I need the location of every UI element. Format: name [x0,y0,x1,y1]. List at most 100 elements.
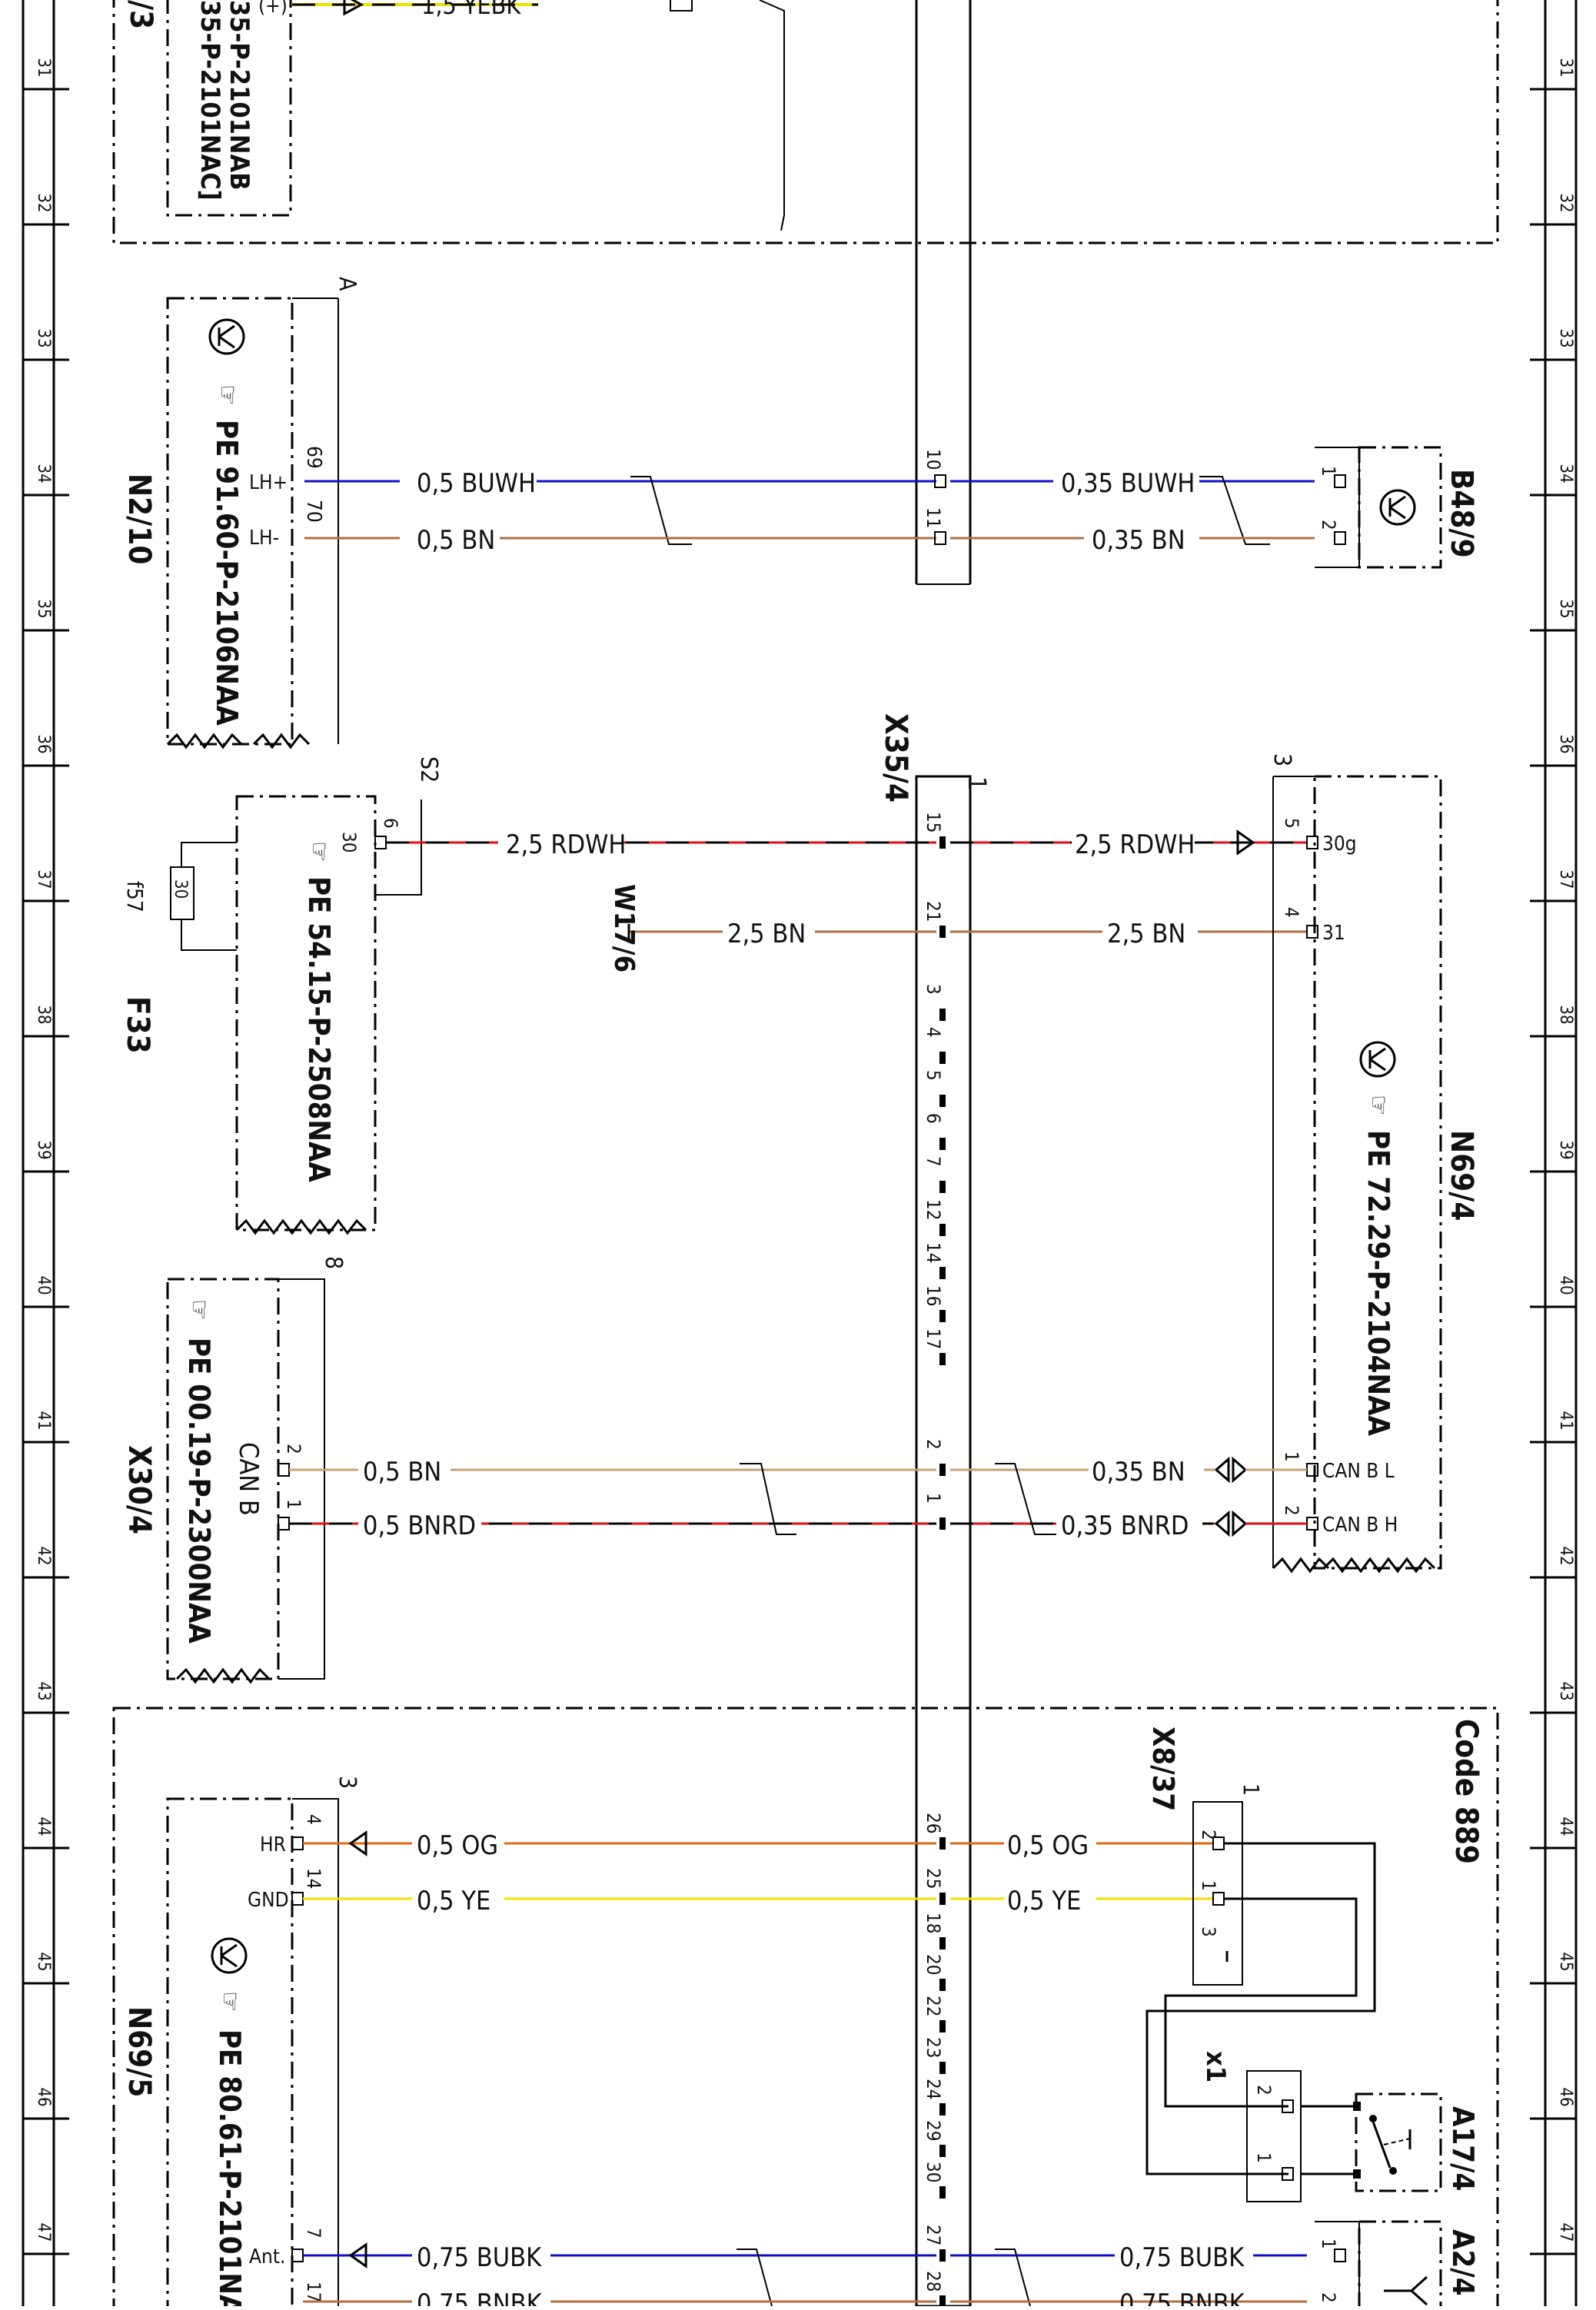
x35-pin-3: 3 [923,984,944,995]
grid-row-number: 33 [34,328,53,347]
transistor-icon [1379,489,1416,526]
s2-group: S2 ☞ PE 54.15-P-2508NAA 30 6 [235,756,442,1235]
x8-pin-1: 1 [1198,1880,1219,1891]
wire-ye: 0,5 YE 0,5 YE [303,1883,1213,1916]
code-889-label: Code 889 [1448,1719,1484,1864]
wire-label-can-bnrd-a: 0,5 BNRD [363,1511,476,1541]
x35-pin-5: 5 [923,1070,944,1081]
wire-label-bn-a: 0,5 BN [417,525,495,556]
x35-4-label: X35/4 [878,713,913,803]
n69-5-pe: PE 80.61-P-2101NA [213,2029,247,2306]
x35-pin-mark [939,2295,946,2308]
x30-4-corner: 8 [320,1256,347,1269]
wire-bn-25: 2,5 BN 2,5 BN W17/6 [608,884,1307,972]
grid-row-number: 39 [1556,1140,1575,1159]
x30-4-pe: PE 00.19-P-2300NAA [182,1338,216,1644]
x35-pin-mark [939,836,946,849]
grid-row-number: 44 [34,1816,53,1836]
n69-5-pin-17: 17 [303,2282,324,2302]
pin-gnd: GND [248,1889,289,1912]
n69-4-pin-1: 1 [1281,1451,1302,1462]
n69-4-pin-5: 5 [1281,818,1302,829]
pin-31: 31 [1322,922,1345,945]
pin-30g: 30g [1322,833,1357,856]
grid-row-number: 38 [1556,1005,1575,1024]
grid-row-number: 45 [1556,1952,1575,1971]
pin-70: 70 [302,500,325,523]
hand-icon: ☞ [212,384,243,405]
f33-ref: F33 [120,996,155,1054]
wire-label-ye-b: 0,5 YE [1007,1886,1081,1916]
x8-37-corner: 1 [1239,1783,1264,1796]
wire-label-can-bnrd-b: 0,35 BNRD [1061,1511,1189,1541]
wire-label-bnbk-b: 0,75 BNBK [1119,2288,1245,2306]
x35-pin-27: 27 [923,2225,944,2245]
x35-pin-7: 7 [923,1156,944,1167]
x35-pin-12: 12 [923,1199,944,1220]
w17-6-ref: W17/6 [608,884,640,972]
x35-pin-mark [939,1224,946,1236]
top-partial-group: 35-P-2101NAB 35-P-2101NAC] /3 (+) 1,5 YE… [112,0,1499,244]
grid-row-number: 43 [1556,1681,1575,1700]
n69-4-corner: 3 [1268,753,1295,766]
wire-label-bubk-a: 0,75 BUBK [417,2242,542,2273]
wire-label-can-bn-b: 0,35 BN [1092,1457,1185,1487]
grid-row-number: 46 [1556,2087,1575,2106]
grid-row-number: 43 [34,1681,53,1700]
grid-row-number: 39 [34,1140,53,1159]
x35-pin-25: 25 [923,1868,944,1889]
x1-pin-2: 2 [1253,2085,1275,2096]
x35-pin-6: 6 [923,1113,944,1124]
wire-label-ye-a: 0,5 YE [417,1886,490,1916]
n69-5-pin-7: 7 [303,2228,324,2239]
wire-can-h: 0,5 BNRD 0,35 BNRD [289,1508,1307,1541]
x35-4-number: 1 [963,776,992,790]
grid-row-number: 47 [1556,2222,1575,2242]
n2-10-group: A ☞ PE 91.60-P-2106NAA N2/10 LH+ LH- 69 … [121,277,361,750]
x35-pin-mark [939,1052,946,1064]
x35-pin-mark [939,1267,946,1279]
hand-icon: ☞ [1363,1095,1394,1115]
wire-label-bnbk-a: 0,75 BNBK [417,2288,543,2306]
top-pin-label: (+) [258,0,288,18]
n69-4-ref: N69/4 [1444,1130,1479,1221]
b48-pin-1: 1 [1318,466,1339,477]
grid-row-number: 37 [34,869,53,889]
a2-pin-1: 1 [1318,2239,1339,2249]
n69-5-pin-14: 14 [303,1868,324,1889]
x1-ref: x1 [1200,2051,1231,2082]
x35-pin-mark [939,1464,946,1476]
fuse-f57: f57 [122,881,148,912]
x35-pin-1: 1 [923,1493,944,1504]
pin-can-b-l: CAN B L [1322,1460,1395,1483]
pin-ant: Ant. [249,2245,285,2268]
a17-4-group: A17/4 [1301,2092,1480,2192]
grid-row-number: 31 [1556,58,1575,77]
a17-4-ref: A17/4 [1446,2106,1480,2191]
wire-label-og-b: 0,5 OG [1007,1830,1089,1861]
x30-4-ref: X30/4 [121,1445,157,1534]
grid-row-number: 33 [1556,328,1575,347]
pin-69: 69 [302,446,325,469]
grid-row-number: 31 [34,58,53,77]
n69-5-group: 3 ☞ PE 80.61-P-2101NA N69/5 HR GND Ant. … [121,1776,361,2310]
antenna-icon [1384,2275,1428,2306]
x35-pin-20: 20 [923,1954,944,1975]
wire-label-og-a: 0,5 OG [417,1830,498,1861]
b48-pin-2: 2 [1318,520,1339,530]
x35-pin-mark [939,1979,946,1991]
top-pe-code-2: 35-P-2101NAC] [195,0,225,201]
x35-pin-2: 2 [923,1439,944,1450]
wire-buwh: 0,5 BUWH 0,35 BUWH [304,464,1315,545]
x35-pin-mark [939,2103,946,2116]
wire-label-bn25-a: 2,5 BN [727,919,806,949]
top-pe-code-1: 35-P-2101NAB [224,0,254,191]
n2-10-pe: PE 91.60-P-2106NAA [210,420,244,726]
x35-pin-24: 24 [923,2079,944,2099]
grid-row-number: 36 [34,734,53,753]
x35-4-pin-marks-top: 10 11 [923,449,946,545]
x35-pin-mark [939,926,946,938]
grid-row-number: 40 [1556,1275,1575,1295]
x35-pin-14: 14 [923,1242,944,1263]
